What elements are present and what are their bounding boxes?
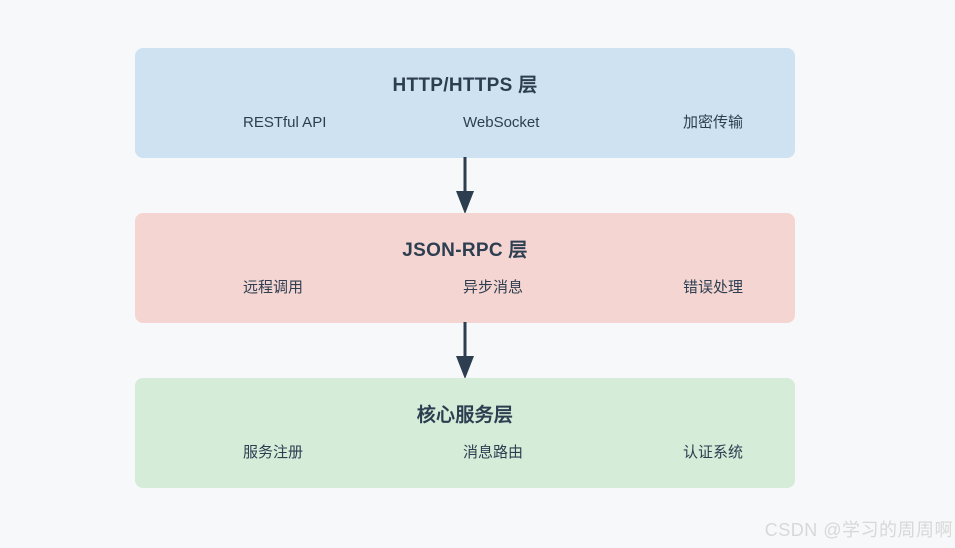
- csdn-watermark: CSDN @学习的周周啊: [764, 520, 953, 540]
- layer-http-https-items: RESTful API WebSocket 加密传输: [135, 113, 795, 133]
- layer-item-websocket: WebSocket: [463, 114, 540, 131]
- down-arrow-icon: [456, 157, 474, 214]
- layer-item-message-routing: 消息路由: [463, 444, 524, 461]
- layer-json-rpc-items: 远程调用 异步消息 错误处理: [135, 278, 795, 298]
- layer-item-error-handling: 错误处理: [683, 279, 744, 296]
- layer-item-restful-api: RESTful API: [243, 114, 327, 131]
- layer-core-services-title: 核心服务层: [416, 405, 514, 426]
- layer-item-auth-system: 认证系统: [683, 444, 744, 461]
- layer-json-rpc-title: JSON-RPC 层: [402, 240, 528, 261]
- layer-item-async-message: 异步消息: [463, 279, 524, 296]
- layer-http-https-title: HTTP/HTTPS 层: [392, 75, 538, 96]
- layer-core-services: 核心服务层 服务注册 消息路由 认证系统: [135, 378, 795, 488]
- layer-http-https: HTTP/HTTPS 层 RESTful API WebSocket 加密传输: [135, 48, 795, 158]
- layer-item-service-registry: 服务注册: [243, 444, 304, 461]
- layer-item-encrypted-transport: 加密传输: [683, 114, 744, 131]
- layer-item-remote-call: 远程调用: [243, 279, 304, 296]
- layer-json-rpc: JSON-RPC 层 远程调用 异步消息 错误处理: [135, 213, 795, 323]
- layer-core-services-items: 服务注册 消息路由 认证系统: [135, 443, 795, 463]
- down-arrow-icon: [456, 322, 474, 379]
